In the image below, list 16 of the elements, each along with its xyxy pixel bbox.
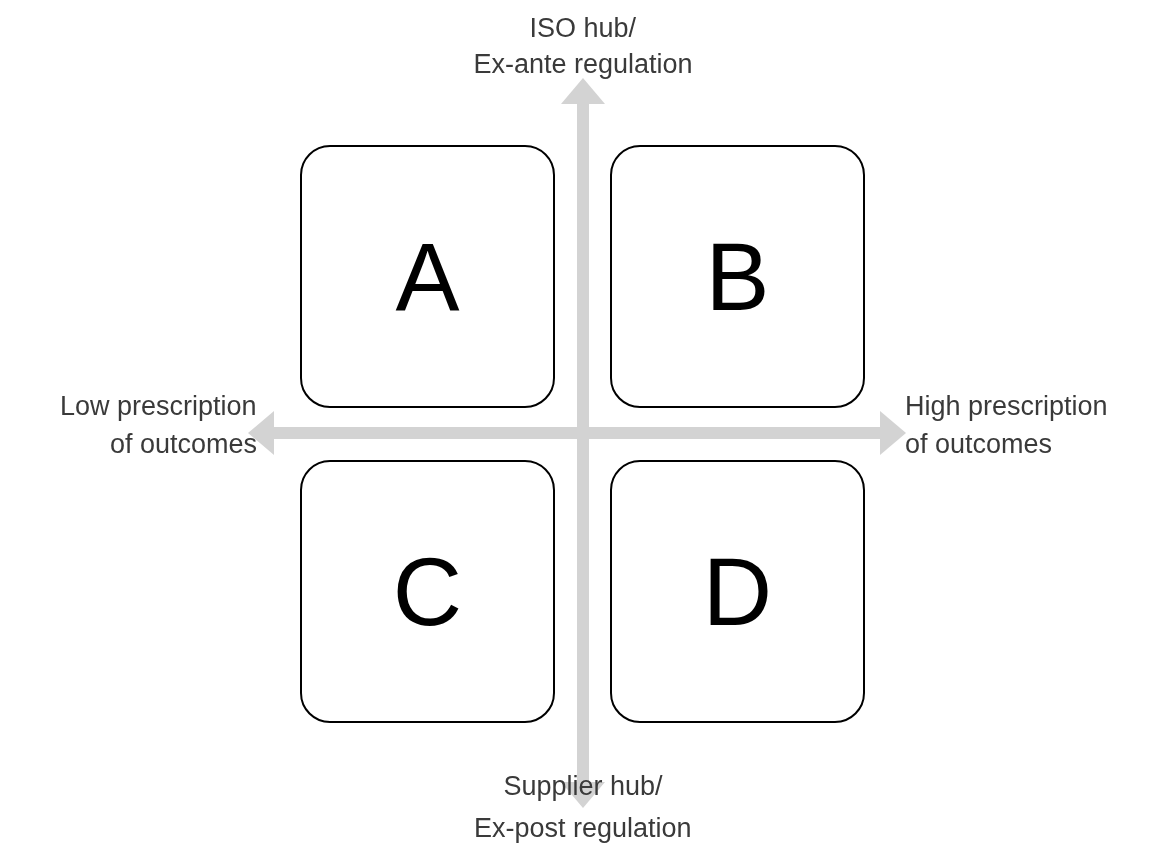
- axis-label: of outcomes: [905, 428, 1053, 461]
- axis-label: Ex-post regulation: [474, 812, 692, 845]
- quadrant-box: [300, 145, 555, 408]
- quadrant-letter: B: [705, 228, 770, 325]
- axis-label: Low prescription: [60, 390, 257, 423]
- quadrant-letter: C: [392, 543, 463, 640]
- quadrant-box: [610, 145, 865, 408]
- axis-label: Ex-ante regulation: [473, 48, 693, 81]
- axis-label: of outcomes: [110, 428, 258, 461]
- axis-label: Supplier hub/: [503, 770, 663, 803]
- quadrant-letter: D: [702, 543, 773, 640]
- quadrant-box: [610, 460, 865, 723]
- quadrant-letter: A: [395, 228, 460, 325]
- quadrant-box: [300, 460, 555, 723]
- axis-label: High prescription: [905, 390, 1108, 423]
- axis-label: ISO hub/: [529, 12, 637, 45]
